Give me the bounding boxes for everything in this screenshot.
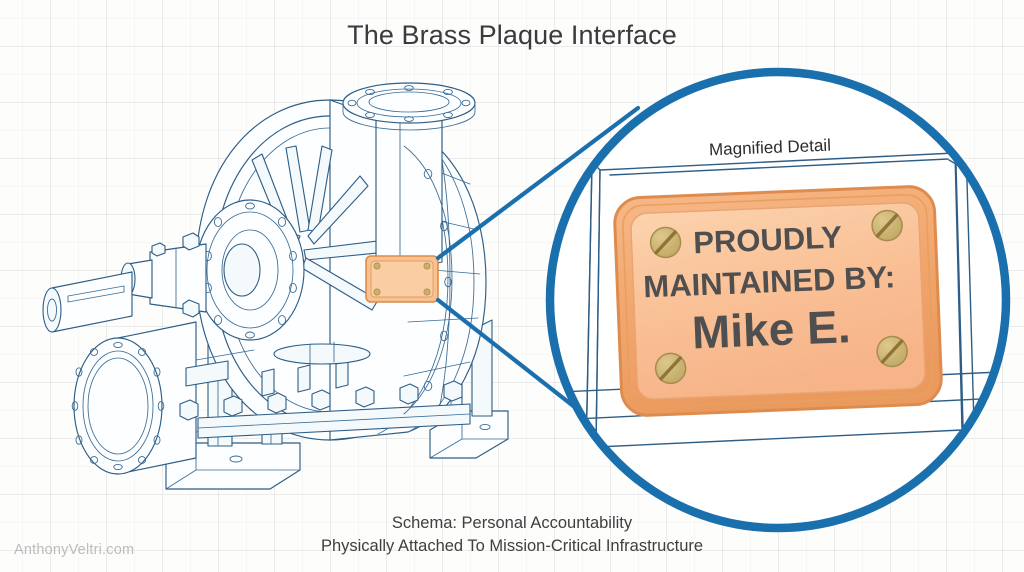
- caption: Schema: Personal Accountability Physical…: [0, 512, 1024, 558]
- screw-icon-top-right: [871, 209, 903, 242]
- plaque-name: Mike E.: [691, 300, 851, 358]
- watermark: AnthonyVeltri.com: [14, 542, 135, 558]
- discharge-flange: [342, 82, 476, 273]
- drive-shaft: [42, 232, 207, 333]
- casing-split-flange: [179, 341, 471, 439]
- caption-line-1: Schema: Personal Accountability: [391, 514, 633, 532]
- page-title: The Brass Plaque Interface: [347, 20, 677, 50]
- suction-flange: [71, 321, 257, 475]
- leader-line-top: [435, 105, 641, 261]
- screw-icon-bottom-left: [654, 352, 687, 385]
- screw-icon-top-left: [649, 226, 682, 259]
- plaque-line-1: PROUDLY: [693, 219, 843, 260]
- pump-assembly: [42, 82, 509, 490]
- hex-bolts: [179, 380, 463, 421]
- screw-icon-bottom-right: [876, 335, 908, 368]
- caption-line-2: Physically Attached To Mission-Critical …: [320, 537, 704, 555]
- pump-mounted-plaque[interactable]: [365, 255, 439, 303]
- shaft-bolts: [151, 232, 200, 318]
- bearing-hub: [195, 199, 305, 341]
- casing-bolt-ring: [403, 145, 453, 415]
